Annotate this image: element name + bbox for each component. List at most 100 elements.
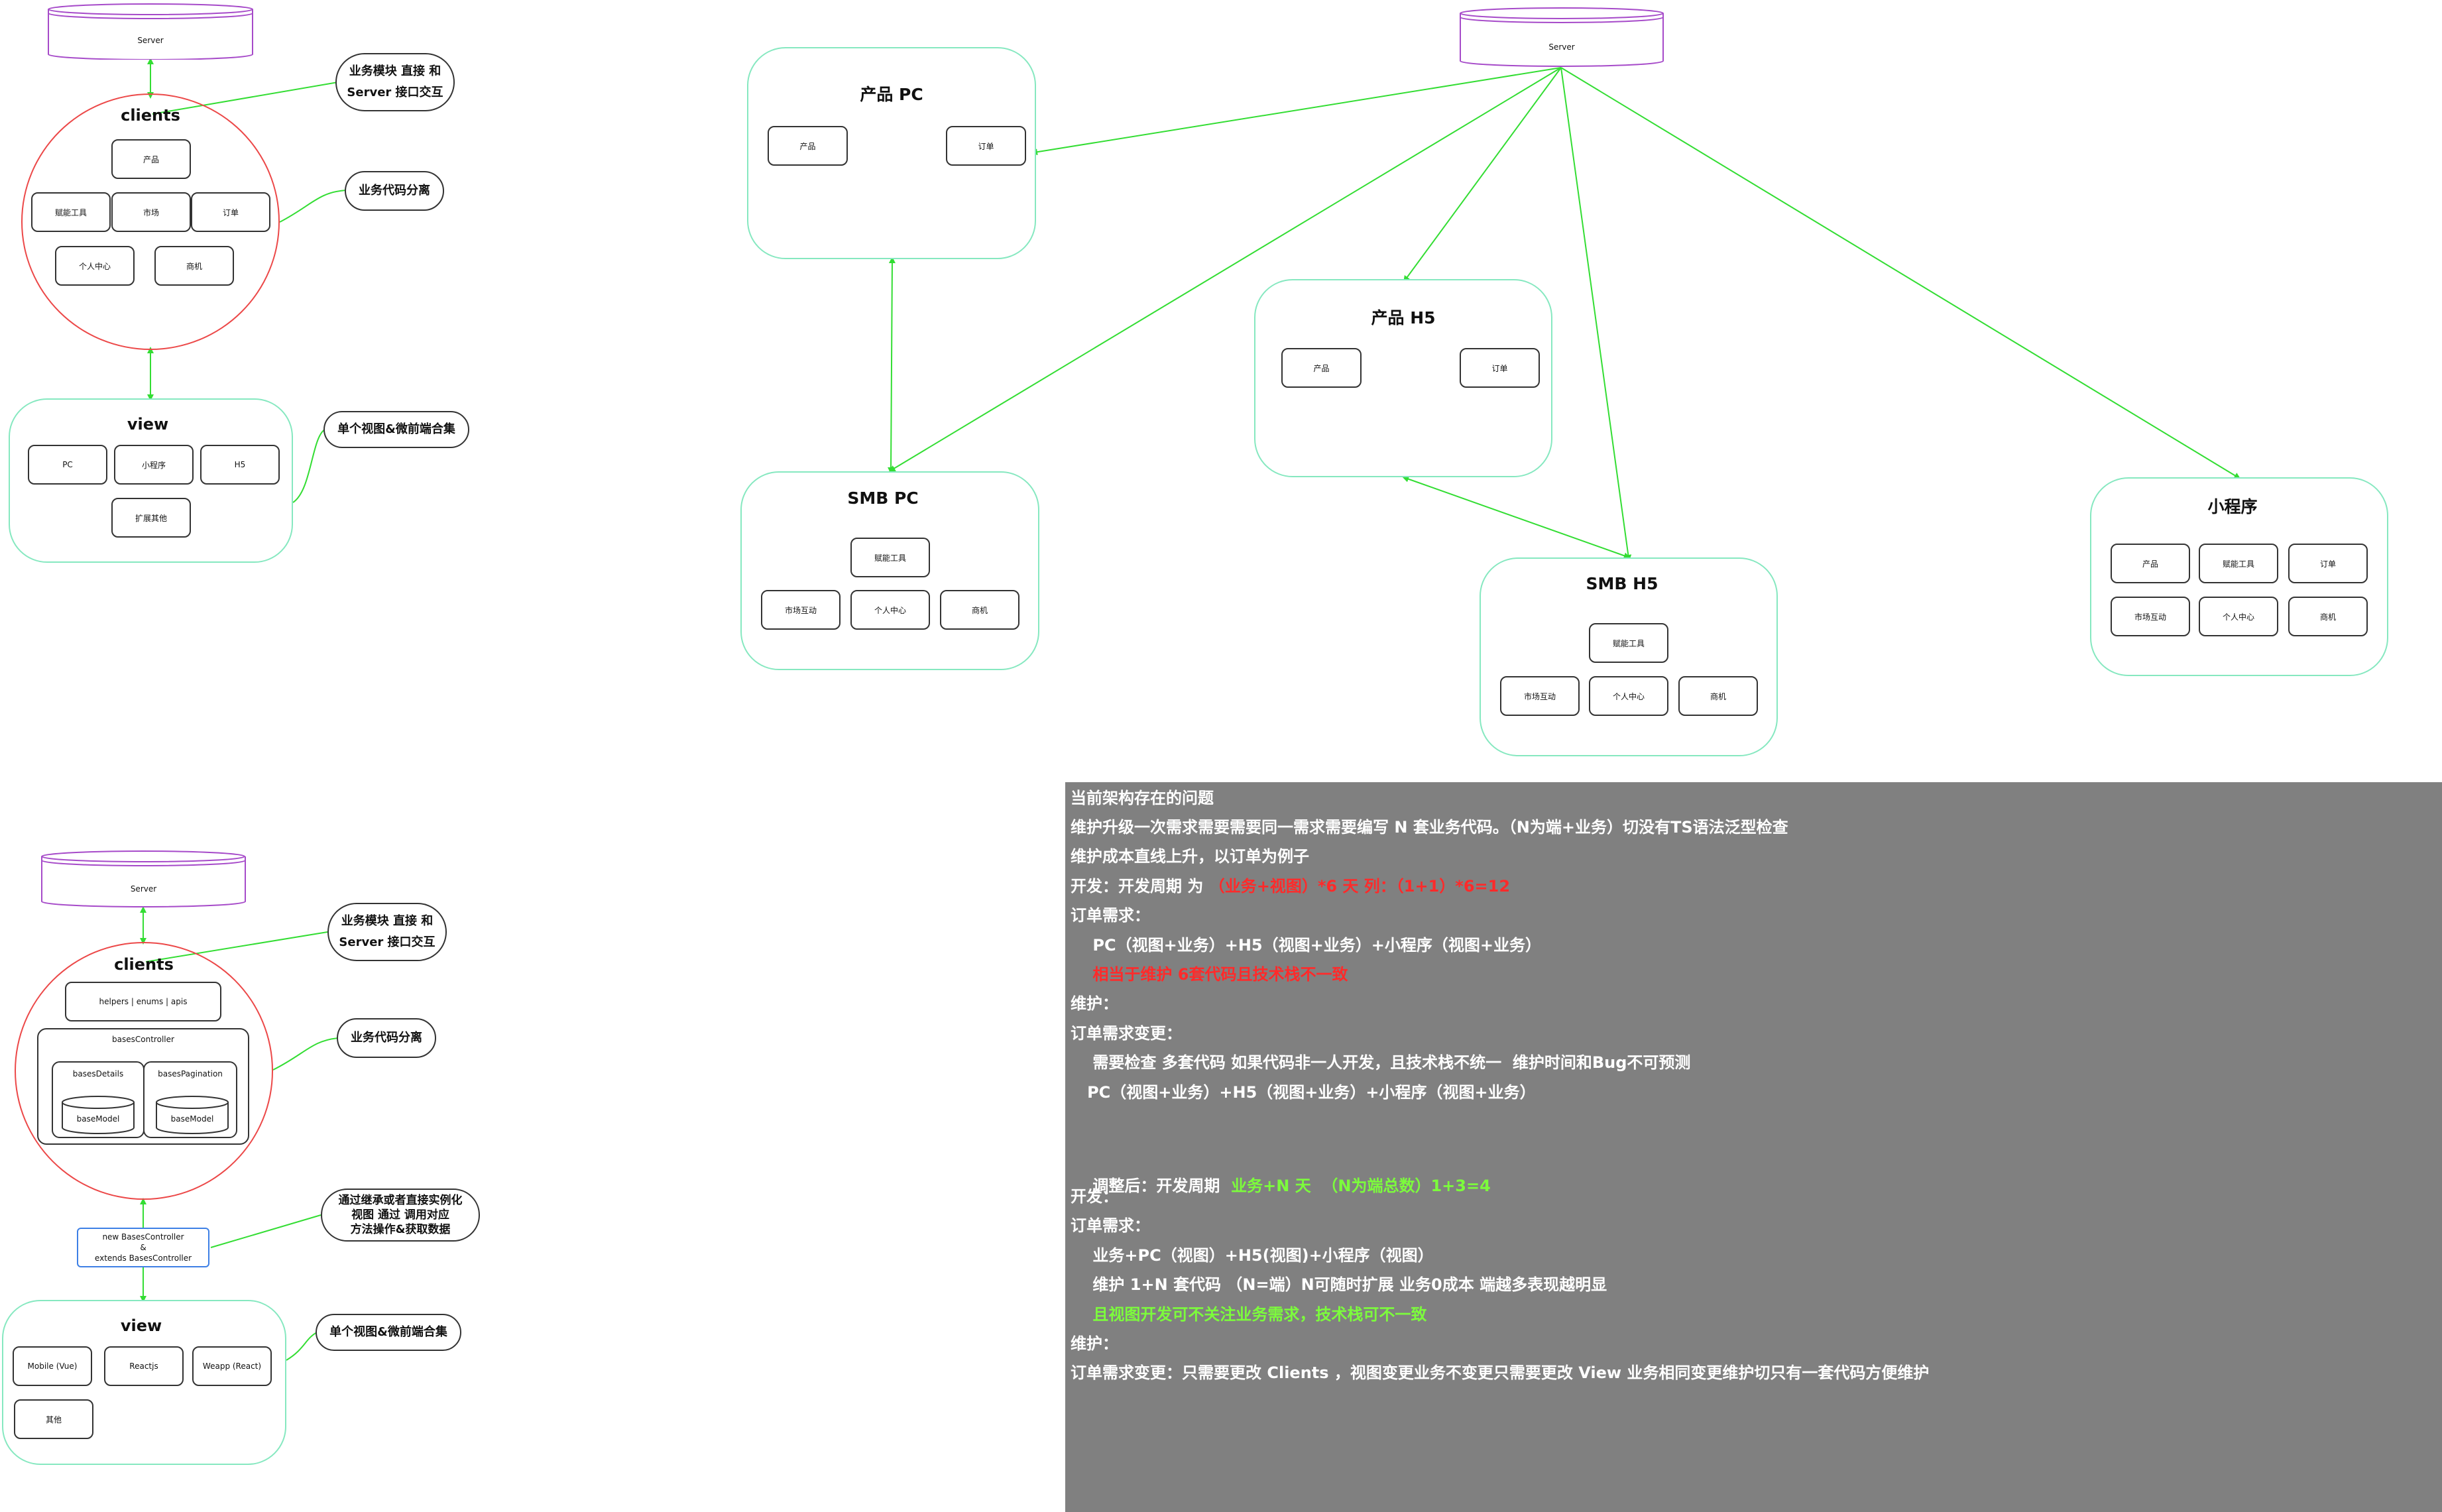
view-item-other[interactable]: 扩展其他 — [111, 498, 191, 538]
arrow-server-h5 — [1403, 67, 1562, 283]
smb-pc-item-opportunity[interactable]: 商机 — [940, 590, 1019, 630]
view-item-vue[interactable]: Mobile (Vue) — [13, 1346, 92, 1386]
panel-line: 维护成本直线上升，以订单为例子 — [1071, 847, 1309, 866]
smb-pc-item-tools[interactable]: 赋能工具 — [850, 538, 930, 577]
note-line: 业务模块 直接 和 — [341, 914, 434, 928]
product-h5-title: 产品 H5 — [1371, 308, 1436, 327]
panel-line: 订单需求变更：只需要更改 Clients ，视图变更业务不变更只需要更改 Vie… — [1071, 1364, 1930, 1382]
smb-h5-item-market[interactable]: 市场互动 — [1500, 676, 1580, 716]
new-controller-line: & — [140, 1243, 146, 1252]
view-title-bottom: view — [120, 1316, 162, 1335]
panel-line: 订单需求： — [1071, 1216, 1150, 1235]
note-line: 通过继承或者直接实例化 — [338, 1194, 463, 1207]
panel-line: 调整后：开发周期 业务+N 天 （N为端总数）1+3=4 — [1071, 1154, 1491, 1214]
smb-pc-title: SMB PC — [847, 489, 919, 508]
new-controller-line: extends BasesController — [94, 1253, 192, 1263]
note-server-interaction-2: 业务模块 直接 和 Server 接口交互 — [327, 903, 447, 961]
mini-item-market[interactable]: 市场互动 — [2111, 597, 2190, 636]
smb-h5-item-profile[interactable]: 个人中心 — [1589, 676, 1668, 716]
view-item-other-bottom[interactable]: 其他 — [14, 1399, 93, 1439]
view-item-weapp[interactable]: Weapp (React) — [192, 1346, 272, 1386]
server-cylinder-bottom: Server — [41, 850, 246, 908]
panel-line: 当前架构存在的问题 — [1071, 789, 1214, 807]
link-note-split-2 — [272, 1037, 339, 1071]
panel-line: 维护 1+N 套代码 （N=端）N可随时扩展 业务0成本 端越多表现越明显 — [1071, 1275, 1607, 1294]
panel-line: 需要检查 多套代码 如果代码非一人开发，且技术栈不统一 维护时间和Bug不可预测 — [1071, 1053, 1691, 1072]
clients-circle-bottom — [15, 942, 273, 1200]
note-server-interaction: 业务模块 直接 和 Server 接口交互 — [335, 53, 455, 111]
panel-line: PC（视图+业务）+H5（视图+业务）+小程序（视图+业务） — [1071, 936, 1541, 955]
mini-item-product[interactable]: 产品 — [2111, 544, 2190, 583]
panel-line: 开发：开发周期 为 （业务+视图）*6 天 列：（1+1）*6=12 — [1071, 873, 1510, 896]
arrow-server-smbpc — [888, 67, 1562, 472]
server-label: Server — [130, 884, 157, 894]
note-view-collection-2: 单个视图&微前端合集 — [316, 1314, 461, 1351]
link-note-split-1 — [279, 190, 347, 223]
bases-controller-label: basesController — [112, 1035, 174, 1044]
smb-pc-item-profile[interactable]: 个人中心 — [850, 590, 930, 630]
panel-line: 维护： — [1071, 994, 1118, 1013]
panel-text: 调整后：开发周期 — [1092, 1177, 1232, 1195]
panel-line: 维护： — [1071, 1334, 1118, 1353]
view-item-react[interactable]: Reactjs — [104, 1346, 184, 1386]
product-pc-item-order[interactable]: 订单 — [946, 126, 1026, 166]
note-view-collection: 单个视图&微前端合集 — [323, 411, 469, 448]
panel-line: 订单需求变更： — [1071, 1024, 1182, 1043]
clients-item-order[interactable]: 订单 — [191, 192, 270, 232]
view-item-pc[interactable]: PC — [28, 445, 107, 485]
clients-circle — [21, 93, 280, 350]
product-h5-item-product[interactable]: 产品 — [1281, 348, 1362, 388]
base-model-cylinder-2: baseModel — [156, 1096, 229, 1134]
new-bases-controller-box[interactable]: new BasesController & extends BasesContr… — [77, 1228, 209, 1267]
arrow-server-pc — [1031, 67, 1562, 156]
helpers-box[interactable]: helpers | enums | apis — [65, 982, 221, 1021]
note-inherit: 通过继承或者直接实例化 视图 通过 调用对应 方法操作&获取数据 — [321, 1189, 480, 1242]
panel-line: PC（视图+业务）+H5（视图+业务）+小程序（视图+业务） — [1071, 1083, 1536, 1102]
panel-text-green: 业务+N 天 （N为端总数）1+3=4 — [1231, 1177, 1491, 1195]
server-label: Server — [137, 36, 164, 45]
clients-item-opportunity[interactable]: 商机 — [154, 246, 234, 286]
product-pc-item-product[interactable]: 产品 — [768, 126, 848, 166]
mini-program-title: 小程序 — [2207, 497, 2258, 516]
analysis-panel: 当前架构存在的问题 维护升级一次需求需要需要同一需求需要编写 N 套业务代码。（… — [1065, 782, 2442, 1512]
new-controller-line: new BasesController — [102, 1232, 184, 1242]
clients-title: clients — [121, 106, 180, 125]
server-label: Server — [1548, 42, 1575, 52]
view-item-h5[interactable]: H5 — [200, 445, 280, 485]
panel-line-green: 且视图开发可不关注业务需求，技术栈可不一致 — [1071, 1305, 1427, 1324]
view-title: view — [127, 415, 169, 434]
base-model-label: baseModel — [170, 1114, 214, 1124]
smb-h5-item-tools[interactable]: 赋能工具 — [1589, 623, 1668, 663]
smb-pc-item-market[interactable]: 市场互动 — [761, 590, 841, 630]
panel-text-red: （业务+视图）*6 天 列：（1+1）*6=12 — [1208, 877, 1511, 896]
smb-h5-item-opportunity[interactable]: 商机 — [1678, 676, 1758, 716]
panel-line: 订单需求： — [1071, 906, 1150, 925]
note-line: Server 接口交互 — [347, 86, 443, 99]
clients-item-product[interactable]: 产品 — [111, 139, 191, 179]
panel-line: 开发： — [1071, 1187, 1118, 1206]
note-code-split: 业务代码分离 — [345, 171, 444, 211]
clients-item-profile[interactable]: 个人中心 — [55, 246, 135, 286]
bases-details-label: basesDetails — [72, 1069, 124, 1078]
arrow-server-mini — [1560, 67, 2241, 479]
note-line: 视图 通过 调用对应 — [351, 1208, 449, 1222]
note-code-split-2: 业务代码分离 — [337, 1018, 436, 1058]
arrow-pc-smbpc — [888, 257, 896, 474]
clients-item-tools[interactable]: 赋能工具 — [31, 192, 111, 232]
bases-pagination-label: basesPagination — [158, 1069, 223, 1078]
product-h5-item-order[interactable]: 订单 — [1460, 348, 1540, 388]
mini-item-profile[interactable]: 个人中心 — [2199, 597, 2278, 636]
mini-item-opportunity[interactable]: 商机 — [2288, 597, 2368, 636]
panel-line: 维护升级一次需求需要需要同一需求需要编写 N 套业务代码。（N为端+业务）切没有… — [1071, 818, 1788, 837]
note-line: 方法操作&获取数据 — [350, 1223, 451, 1236]
mini-item-tools[interactable]: 赋能工具 — [2199, 544, 2278, 583]
panel-text: 开发：开发周期 为 — [1071, 877, 1209, 896]
server-cylinder: Server — [48, 3, 253, 60]
arrow-h5-smbh5 — [1402, 475, 1631, 559]
panel-line: 业务+PC（视图）+H5(视图)+小程序（视图） — [1071, 1246, 1434, 1265]
note-line: Server 接口交互 — [339, 935, 436, 949]
clients-item-market[interactable]: 市场 — [111, 192, 191, 232]
mini-item-order[interactable]: 订单 — [2288, 544, 2368, 583]
view-item-mini[interactable]: 小程序 — [114, 445, 194, 485]
